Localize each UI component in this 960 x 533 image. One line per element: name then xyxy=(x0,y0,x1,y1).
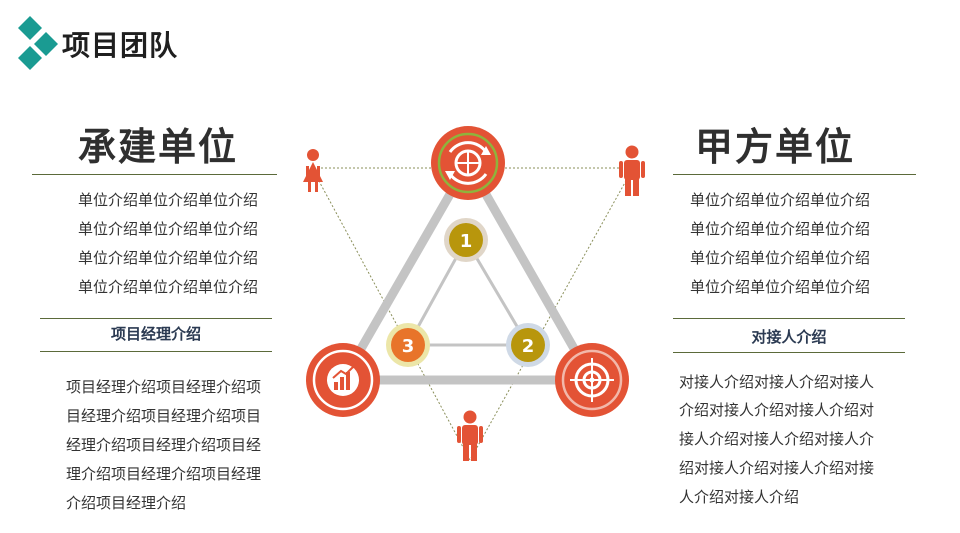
badge-3-label: 3 xyxy=(402,336,415,357)
left-sub-line: 项目经理介绍项目经理介绍项 xyxy=(66,378,262,396)
left-intro-line: 单位介绍单位介绍单位介绍 xyxy=(78,191,259,209)
male-person-icon xyxy=(457,410,483,461)
right-sub-divider-top xyxy=(673,318,905,319)
globe-arrows-icon xyxy=(431,126,505,200)
right-sub-line: 绍对接人介绍对接人介绍对接 xyxy=(679,459,875,477)
male-person-icon xyxy=(619,145,645,196)
left-sub-line: 经理介绍项目经理介绍项目经 xyxy=(66,436,262,454)
right-intro-line: 单位介绍单位介绍单位介绍 xyxy=(690,191,871,209)
dotted-connectors xyxy=(312,167,633,461)
left-sub-line: 介绍项目经理介绍 xyxy=(66,494,187,512)
report-chart-icon xyxy=(306,343,380,417)
right-intro-line: 单位介绍单位介绍单位介绍 xyxy=(690,220,871,238)
target-icon xyxy=(555,343,629,417)
outer-triangle xyxy=(338,158,597,385)
right-sub-line: 对接人介绍对接人介绍对接人 xyxy=(679,373,875,391)
right-intro-line: 单位介绍单位介绍单位介绍 xyxy=(690,249,871,267)
left-intro-line: 单位介绍单位介绍单位介绍 xyxy=(78,249,259,267)
left-sub-divider-bottom xyxy=(40,351,272,352)
badge-1-label: 1 xyxy=(460,231,473,252)
right-heading-divider xyxy=(673,174,916,175)
badge-2-label: 2 xyxy=(522,336,535,357)
left-heading: 承建单位 xyxy=(78,125,239,169)
left-sub-line: 理介绍项目经理介绍项目经理 xyxy=(66,465,262,483)
left-intro-line: 单位介绍单位介绍单位介绍 xyxy=(78,278,259,296)
right-sub-line: 介绍对接人介绍对接人介绍对 xyxy=(679,401,875,419)
badge-2 xyxy=(506,323,550,367)
left-sub-line: 目经理介绍项目经理介绍项目 xyxy=(66,407,262,425)
left-intro-line: 单位介绍单位介绍单位介绍 xyxy=(78,220,259,238)
left-heading-divider xyxy=(32,174,277,175)
left-sub-divider-top xyxy=(40,318,272,319)
right-heading: 甲方单位 xyxy=(695,125,856,169)
right-intro-line: 单位介绍单位介绍单位介绍 xyxy=(690,278,871,296)
diamond-logo-icon xyxy=(18,16,58,70)
inner-triangle xyxy=(405,236,531,347)
right-sub-line: 接人介绍对接人介绍对接人介 xyxy=(679,430,875,448)
page-title: 项目团队 xyxy=(62,29,179,62)
left-subheading: 项目经理介绍 xyxy=(110,325,201,343)
female-person-icon xyxy=(303,149,323,192)
right-sub-line: 人介绍对接人介绍 xyxy=(679,488,800,506)
badge-3 xyxy=(386,323,430,367)
right-sub-divider-bottom xyxy=(673,352,905,353)
right-subheading: 对接人介绍 xyxy=(751,328,827,346)
badge-1 xyxy=(444,218,488,262)
